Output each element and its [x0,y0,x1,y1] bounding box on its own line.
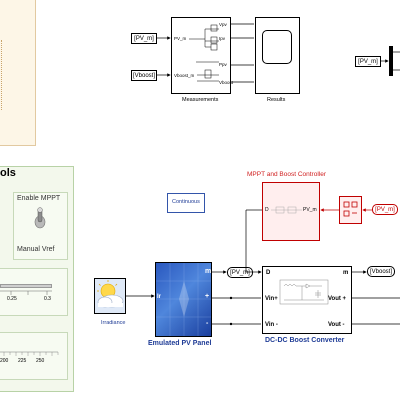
boost-port-d: D [266,270,271,276]
pv-panel-block[interactable] [155,262,212,337]
pv-port-plus: + [205,293,210,300]
slider1-group [0,268,68,316]
goto-pv-m-panel[interactable]: [PV_m] [227,267,253,278]
measurements-internals [171,17,231,94]
from-pv-m-right[interactable]: [PV_m] [355,56,381,67]
mppt-port-d: D [265,207,269,213]
boost-port-vout-plus: Vout + [328,296,347,302]
bus-selector[interactable] [389,46,393,76]
irradiance-label: Irradiance [101,320,126,326]
slider2-group [0,332,68,380]
slider2-tick-3: 250 [36,358,45,364]
pv-port-ir: Ir [157,294,162,300]
slider2-scale[interactable] [0,350,64,358]
irradiance-block[interactable] [94,278,126,314]
mppt-internals [262,182,320,241]
results-label: Results [267,97,286,103]
meas-in-port-vboost-m: Vboost_m [174,73,195,78]
powergui-block[interactable] [167,193,205,213]
pv-port-m: m [205,268,212,275]
measurements-label: Measurements [182,97,219,103]
boost-label: DC-DC Boost Converter [265,337,345,344]
enable-mppt-label: Enable MPPT [17,195,61,202]
goto-vboost[interactable]: [Vboost] [367,266,395,277]
boost-port-vin-plus: Vin+ [265,296,278,302]
mppt-subsystem[interactable] [262,182,320,241]
pv-port-minus: - [206,320,209,327]
boost-port-vin-minus: Vin - [265,322,278,328]
slider1-scale [0,290,60,296]
meas-out-port-vpv: Vpv [219,22,227,27]
mppt-port-pv-m: PV_m [303,207,317,213]
slider2-tick-2: 225 [18,358,27,364]
results-screen-icon [262,30,292,64]
scope-block-ticks [0,40,2,110]
solar-cell-icon [156,263,211,336]
mux-block[interactable] [339,196,362,224]
boost-port-m: m [343,270,349,276]
slider1-track[interactable] [0,284,52,288]
boost-port-vout-minus: Vout - [328,322,345,328]
slider2-tick-1: 200 [0,358,9,364]
slider1-tick-2: 0.3 [44,296,51,302]
mux-icon [343,201,358,217]
boost-circuit-icon [276,276,332,308]
pv-panel-label: Emulated PV Panel [148,340,212,347]
from-pv-m-mppt[interactable]: [PV_m] [372,204,398,215]
mppt-title: MPPT and Boost Controller [247,171,326,178]
enable-mppt-toggle[interactable] [34,206,46,230]
from-vboost-top[interactable]: [Vboost] [131,70,157,81]
meas-out-port-ipv: Ipv [219,36,226,41]
toggle-switch-icon [34,207,46,229]
meas-in-port-pv-m: PV_m [174,36,187,41]
slider1-tick-1: 0.25 [7,296,17,302]
manual-vref-label: Manual Vref [17,246,55,253]
sun-cloud-icon [97,280,124,308]
meas-out-port-vboost: Vboost [219,80,234,85]
from-pv-m-top[interactable]: [PV_m] [131,33,157,44]
scope-block-partial[interactable] [0,0,36,146]
meas-out-port-ppv: Ppv [219,62,227,67]
controls-panel-title: ols [0,167,16,179]
continuous-label: Continuous [172,199,200,205]
